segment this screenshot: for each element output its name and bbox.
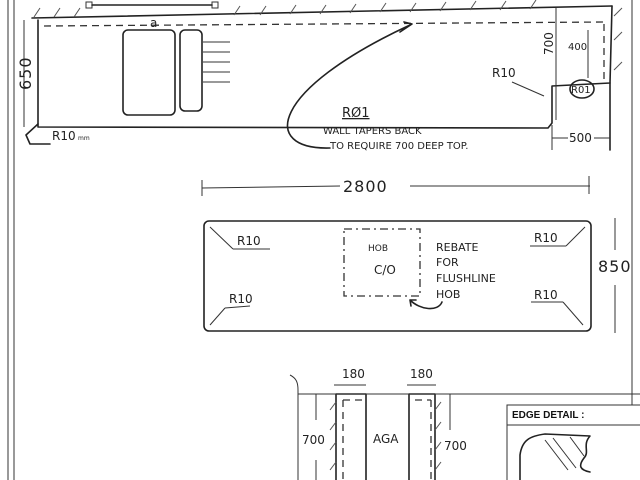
return-radius-label: R10 xyxy=(492,66,516,80)
island-width-dimension: 2800 xyxy=(343,177,388,196)
aga-right-depth: 700 xyxy=(444,439,467,453)
hob-cutout-label: C/O xyxy=(374,263,396,277)
note-line2: TO REQUIRE 700 DEEP TOP. xyxy=(329,141,468,152)
aga-left-depth: 700 xyxy=(302,433,325,447)
return-depth-dimension: 700 xyxy=(542,32,556,55)
ref-circle-label: R01 xyxy=(571,85,591,96)
worktop-plan: a 650 R10 mm 700 400 R10 R01 500 RØ1 WAL… xyxy=(16,0,623,152)
hob-cutout xyxy=(343,228,421,297)
inner-depth-dimension: 400 xyxy=(568,42,587,53)
rebate-line2: FOR xyxy=(436,256,459,269)
edge-detail-title: EDGE DETAIL : xyxy=(512,410,584,421)
rebate-line1: REBATE xyxy=(436,241,479,254)
note-ref: RØ1 xyxy=(342,106,370,121)
wall-hatching xyxy=(31,0,623,71)
corner-bl: R10 xyxy=(229,292,253,306)
edge-detail-box: EDGE DETAIL : xyxy=(298,393,640,480)
hob-label: HOB xyxy=(368,244,388,254)
rebate-line4: HOB xyxy=(436,288,460,301)
corner-tl: R10 xyxy=(237,234,261,248)
ref-circle xyxy=(569,79,595,99)
return-width-dimension: 500 xyxy=(569,131,592,145)
tap-label: a xyxy=(150,16,157,30)
rebate-line3: FLUSHLINE xyxy=(436,272,496,285)
island-depth-dimension: 850 xyxy=(598,257,632,276)
note-line1: WALL TAPERS BACK xyxy=(323,126,422,137)
depth-dimension: 650 xyxy=(16,56,35,90)
radius-unit: mm xyxy=(78,135,90,142)
sink xyxy=(122,29,230,116)
corner-tr: R10 xyxy=(534,231,558,245)
aga-right-width: 180 xyxy=(410,367,433,381)
island-plan: 2800 850 R10 R10 R10 R10 HOB C/O REBATE … xyxy=(201,176,632,333)
aga-left-width: 180 xyxy=(342,367,365,381)
aga-plan: 180 180 700 700 AGA xyxy=(289,367,467,480)
aga-label: AGA xyxy=(373,432,399,446)
sheet-border xyxy=(7,0,633,480)
corner-br: R10 xyxy=(534,288,558,302)
window-rail xyxy=(85,1,219,9)
note-arrow xyxy=(286,21,413,149)
island-outline xyxy=(203,220,592,332)
corner-radius-label: R10 xyxy=(52,129,76,143)
